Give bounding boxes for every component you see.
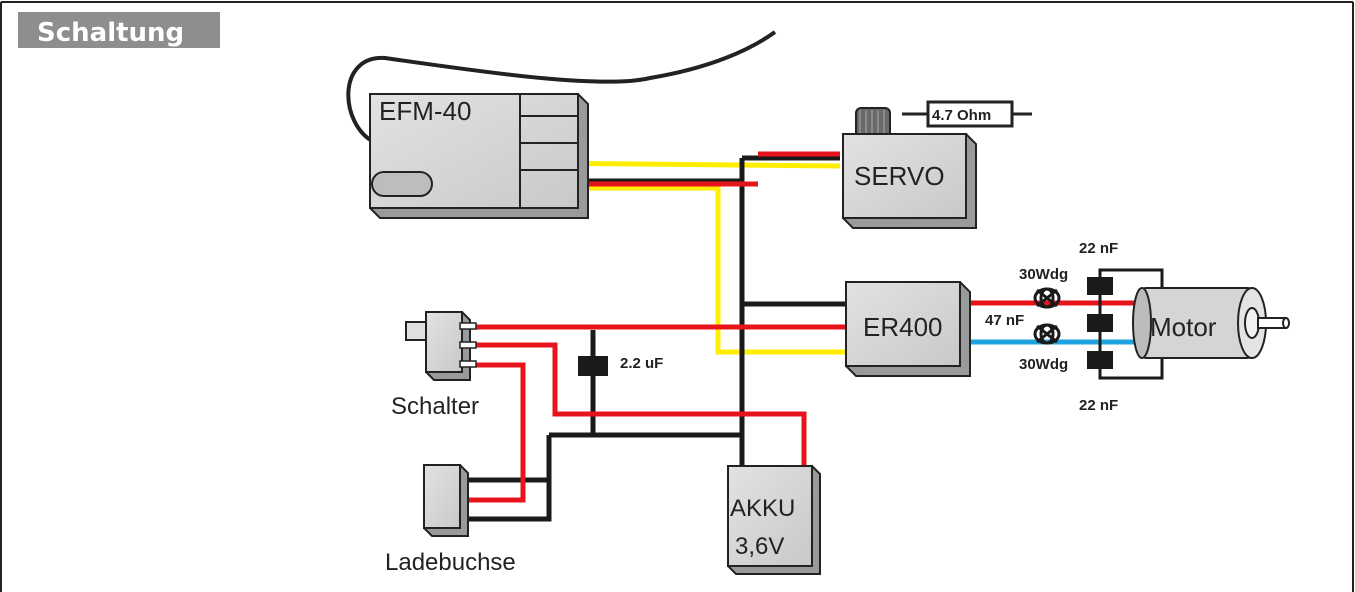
servo: SERVO [842, 107, 977, 229]
motor: Motor [1098, 268, 1290, 380]
choke-bottom [1033, 323, 1061, 345]
capacitor-label: 2.2 uF [620, 355, 663, 372]
positive-wire-battery [474, 342, 807, 466]
choke-top-label: 30Wdg [1019, 266, 1068, 283]
switch: Schalter [391, 311, 479, 420]
charge-socket-label: Ladebuchse [385, 549, 516, 576]
er400-label: ER400 [863, 312, 943, 342]
charge-socket: Ladebuchse [385, 464, 516, 576]
ground-wire-socket [466, 435, 552, 522]
choke-top [1033, 287, 1061, 309]
switch-label: Schalter [391, 393, 479, 420]
motor-label: Motor [1150, 312, 1217, 342]
receiver-efm40: EFM-40 [369, 93, 589, 219]
capacitor-22nf-bottom [1087, 351, 1113, 369]
resistor-label: 4.7 Ohm [932, 107, 991, 124]
wires [466, 151, 1140, 522]
capacitor-22nf-top [1087, 277, 1113, 295]
resistor: 4.7 Ohm [902, 100, 1032, 128]
controller-er400: ER400 [845, 281, 971, 377]
cap-top-label: 22 nF [1079, 240, 1118, 257]
section-header: Schaltung [18, 12, 220, 48]
battery: AKKU 3,6V [727, 465, 821, 575]
servo-label: SERVO [854, 161, 945, 191]
section-title: Schaltung [37, 18, 184, 48]
capacitor-47nf [1087, 314, 1113, 332]
positive-wire-socket [466, 362, 526, 503]
cap-mid-label: 47 nF [985, 312, 1024, 329]
battery-label-1: AKKU [730, 495, 795, 522]
choke-bottom-label: 30Wdg [1019, 356, 1068, 373]
receiver-label: EFM-40 [379, 96, 471, 126]
signal-wire-er400 [530, 185, 848, 355]
capacitor-2u2 [578, 356, 608, 376]
antenna-wire [346, 30, 777, 144]
battery-label-2: 3,6V [735, 533, 784, 560]
cap-bottom-label: 22 nF [1079, 397, 1118, 414]
